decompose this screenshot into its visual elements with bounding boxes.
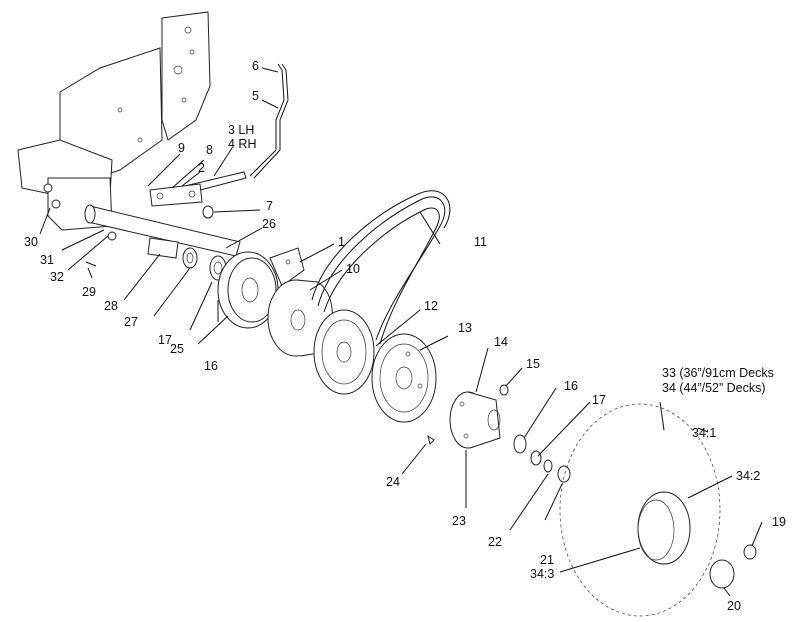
wheel-tire xyxy=(559,403,721,617)
callout-26: 26 xyxy=(262,217,276,231)
callout-7: 7 xyxy=(266,199,273,213)
pulley-12 xyxy=(313,309,375,395)
callout-labels: 1 2 3 LH 4 RH 5 6 7 8 9 10 11 12 13 14 1… xyxy=(24,59,786,613)
bearing-16-right xyxy=(513,434,527,454)
callout-34-2: 34:2 xyxy=(736,469,760,483)
bushing-7 xyxy=(202,205,214,219)
callout-2: 2 xyxy=(198,161,205,175)
callout-3: 3 LH xyxy=(228,123,254,137)
callout-19: 19 xyxy=(772,515,786,529)
callout-34-1: 34:1 xyxy=(692,426,716,440)
callout-27: 27 xyxy=(124,315,138,329)
callout-23: 23 xyxy=(452,514,466,528)
callout-33: 33 (36”/91cm Decks xyxy=(662,366,774,380)
callout-24: 24 xyxy=(386,475,400,489)
callout-34-3: 34:3 xyxy=(530,567,554,581)
callout-5: 5 xyxy=(252,89,259,103)
callout-15: 15 xyxy=(526,357,540,371)
callout-14: 14 xyxy=(494,335,508,349)
washer-22 xyxy=(543,459,553,473)
callout-21: 21 xyxy=(540,553,554,567)
callout-16-right: 16 xyxy=(564,379,578,393)
nut-21 xyxy=(557,465,571,483)
callout-20: 20 xyxy=(727,599,741,613)
clip-24 xyxy=(427,434,435,445)
callout-30: 30 xyxy=(24,235,38,249)
nut-19 xyxy=(743,544,757,560)
callout-9: 9 xyxy=(178,141,185,155)
nut-15 xyxy=(499,384,509,396)
spacer-28 xyxy=(147,237,179,259)
washer-17-right xyxy=(530,450,542,466)
control-rod xyxy=(249,63,289,179)
callout-13: 13 xyxy=(458,321,472,335)
callout-1: 1 xyxy=(338,235,345,249)
brake-drum-assembly xyxy=(217,247,305,329)
callout-12: 12 xyxy=(424,299,438,313)
callout-17-right: 17 xyxy=(592,393,606,407)
callout-25: 25 xyxy=(170,342,184,356)
callout-28: 28 xyxy=(104,299,118,313)
callout-10: 10 xyxy=(346,262,360,276)
callout-32: 32 xyxy=(50,270,64,284)
callout-11: 11 xyxy=(474,235,487,249)
washer-27 xyxy=(182,247,198,269)
frame-plate xyxy=(17,11,211,231)
belt-11 xyxy=(311,190,451,345)
callout-34: 34 (44”/52” Decks) xyxy=(662,381,766,395)
callout-17-left: 17 xyxy=(158,333,172,347)
callout-6: 6 xyxy=(252,59,259,73)
callout-29: 29 xyxy=(82,285,96,299)
bolt-30 xyxy=(43,183,61,209)
nut-31 xyxy=(107,231,117,241)
callout-8: 8 xyxy=(206,143,213,157)
leader-lines xyxy=(39,67,763,597)
pin-29 xyxy=(85,261,97,267)
wheel-hub xyxy=(449,391,501,449)
cap-20 xyxy=(709,559,735,589)
brake-arm xyxy=(149,171,247,207)
callout-22: 22 xyxy=(488,535,502,549)
pulley-13 xyxy=(371,333,437,423)
callout-16-left: 16 xyxy=(204,359,218,373)
callout-31: 31 xyxy=(40,253,54,267)
callout-4: 4 RH xyxy=(228,137,256,151)
